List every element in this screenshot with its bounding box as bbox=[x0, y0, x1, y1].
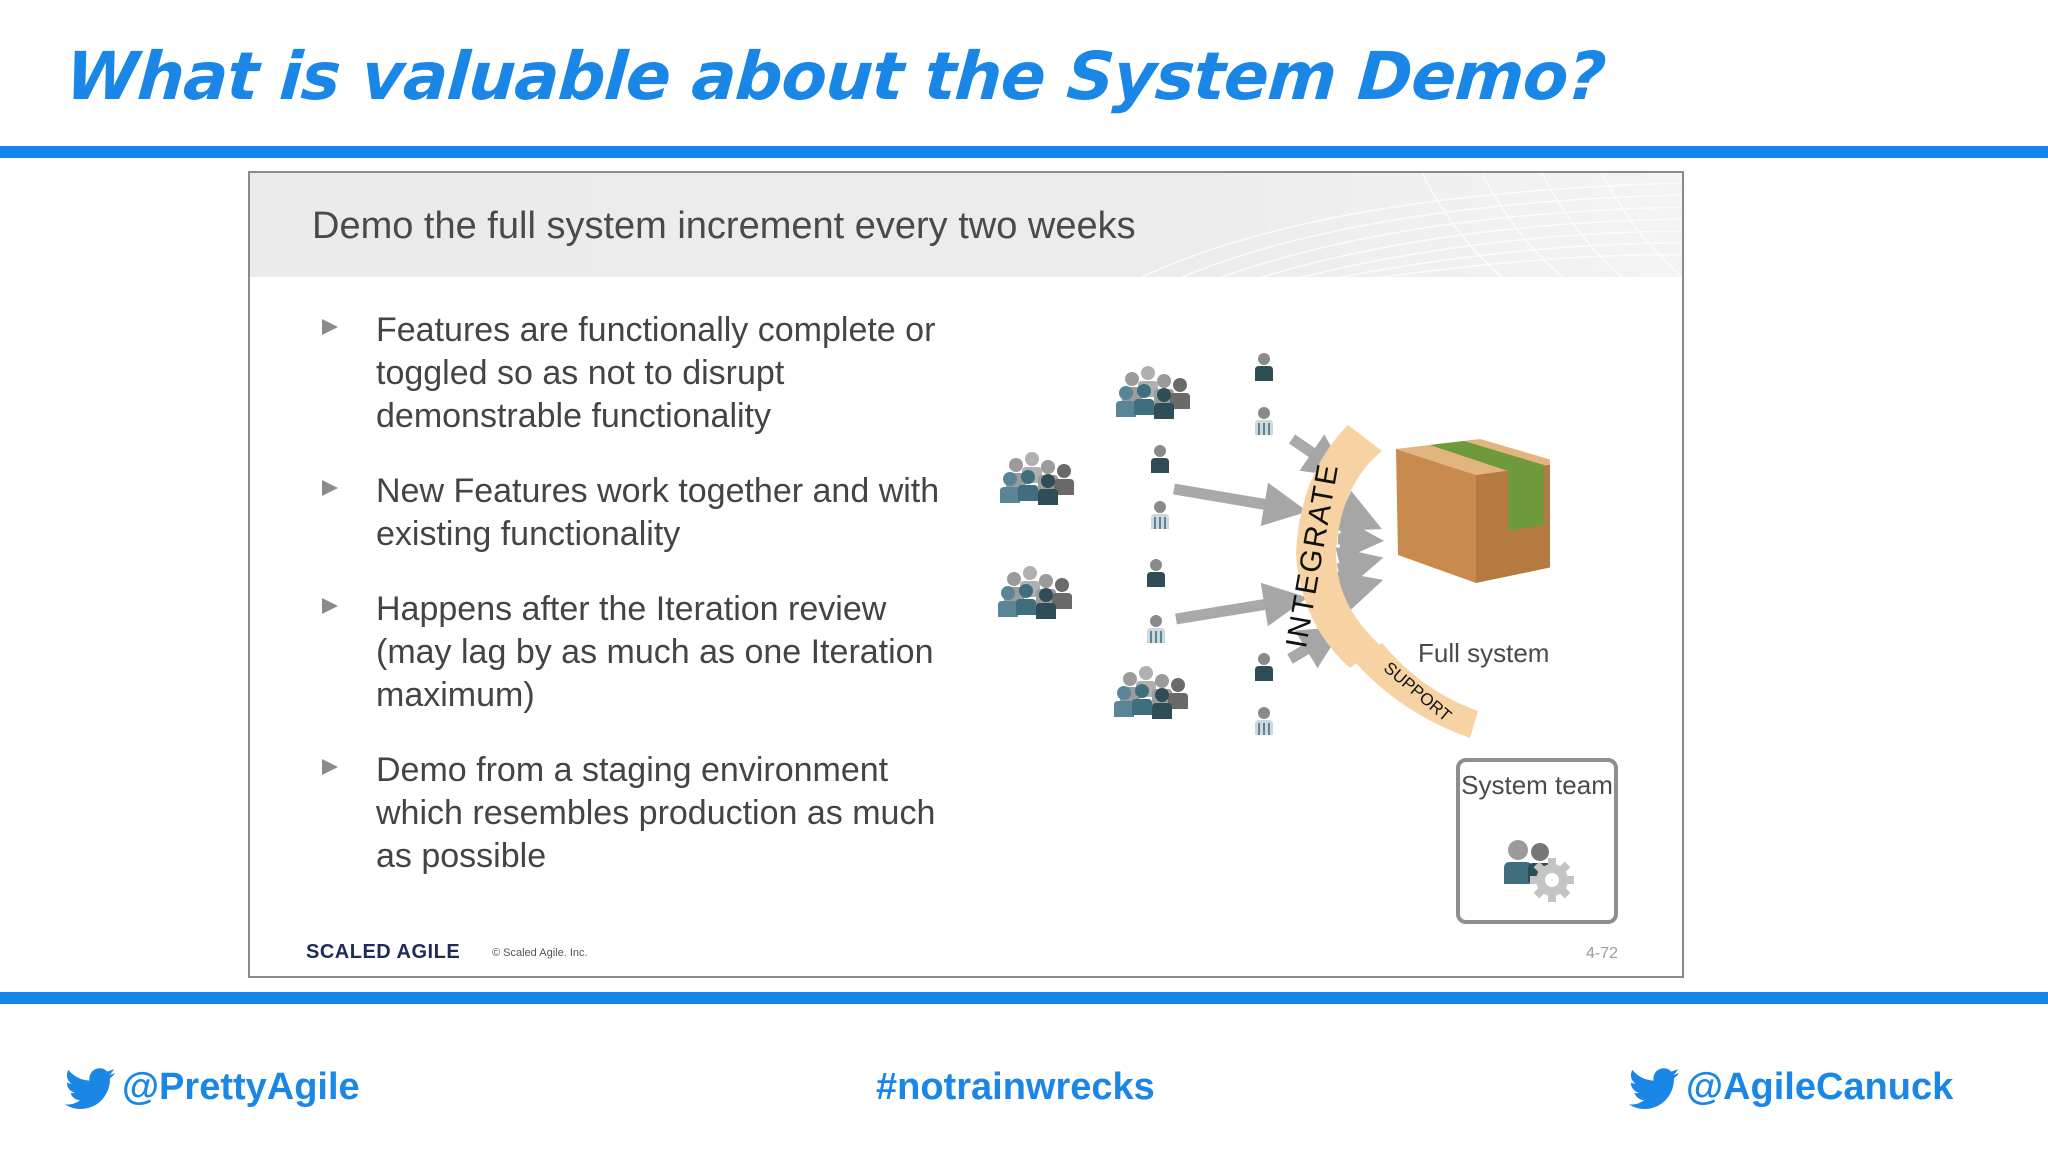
bullet-text: Features are functionally complete or to… bbox=[376, 311, 936, 435]
bullet-text: Demo from a staging environment which re… bbox=[376, 751, 936, 875]
page-title: What is valuable about the System Demo? bbox=[63, 38, 1608, 115]
list-item: New Features work together and with exis… bbox=[322, 470, 962, 556]
list-item: Demo from a staging environment which re… bbox=[322, 749, 962, 878]
bullet-text: Happens after the Iteration review (may … bbox=[376, 590, 934, 714]
list-item: Features are functionally complete or to… bbox=[322, 309, 962, 438]
full-system-box-icon bbox=[1396, 439, 1550, 583]
hashtag: #notrainwrecks bbox=[876, 1066, 1155, 1108]
integrate-arc bbox=[1296, 425, 1382, 668]
slide-title: Demo the full system increment every two… bbox=[312, 205, 1136, 247]
copyright-text: © Scaled Agile. Inc. bbox=[492, 947, 588, 959]
scaled-agile-logo: SCALED AGILE bbox=[306, 941, 461, 963]
system-team-box: System team bbox=[1456, 758, 1618, 924]
triangle-bullet-icon bbox=[322, 598, 338, 614]
twitter-bird-icon bbox=[64, 1068, 116, 1109]
decorative-wave-pattern bbox=[1141, 173, 1682, 277]
triangle-bullet-icon bbox=[322, 480, 338, 496]
system-team-gear-icon bbox=[1504, 840, 1574, 902]
slide-number: 4-72 bbox=[1585, 945, 1618, 962]
embedded-slide: Demo the full system increment every two… bbox=[248, 171, 1684, 978]
header-divider bbox=[0, 146, 2048, 158]
left-twitter-handle[interactable]: @PrettyAgile bbox=[64, 1066, 360, 1110]
slide-header-band: Demo the full system increment every two… bbox=[250, 173, 1682, 277]
full-system-label: Full system bbox=[1418, 638, 1550, 668]
twitter-bird-icon bbox=[1628, 1068, 1680, 1109]
left-handle-text: @PrettyAgile bbox=[122, 1066, 360, 1108]
triangle-bullet-icon bbox=[322, 319, 338, 335]
list-item: Happens after the Iteration review (may … bbox=[322, 588, 962, 717]
team-group-top bbox=[1116, 353, 1274, 436]
system-team-label: System team bbox=[1461, 770, 1613, 800]
right-handle-text: @AgileCanuck bbox=[1686, 1066, 1954, 1108]
triangle-bullet-icon bbox=[322, 759, 338, 775]
support-arc bbox=[1354, 643, 1478, 738]
team-group-upper-middle bbox=[1000, 445, 1170, 530]
right-twitter-handle[interactable]: @AgileCanuck bbox=[1628, 1066, 1953, 1110]
team-group-bottom bbox=[1114, 653, 1274, 736]
footer-divider bbox=[0, 992, 2048, 1004]
integration-diagram: INTEGRATE SUPPORT bbox=[970, 353, 1550, 738]
team-group-lower-middle bbox=[998, 559, 1166, 644]
bullet-text: New Features work together and with exis… bbox=[376, 472, 940, 553]
bullet-list: Features are functionally complete or to… bbox=[322, 309, 962, 910]
